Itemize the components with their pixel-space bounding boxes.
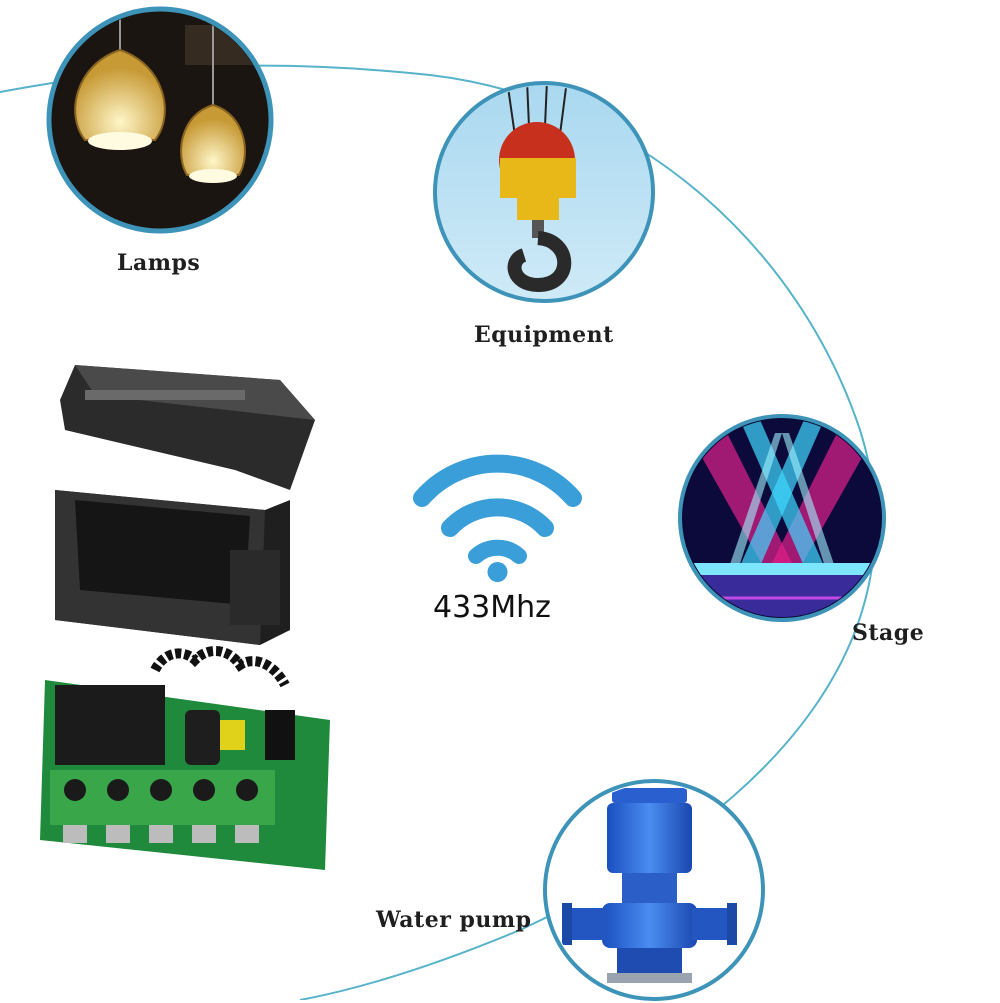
stage-lights-photo (678, 414, 886, 622)
crane-hook-photo (433, 81, 655, 303)
receiver-module-photo (40, 365, 330, 870)
wifi-icon (413, 454, 582, 582)
equipment-label: Equipment (474, 322, 614, 348)
lamps-label: Lamps (117, 250, 201, 276)
lamps-photo (46, 6, 274, 234)
water-pump-label: Water pump (376, 907, 532, 933)
frequency-label: 433Mhz (433, 590, 551, 625)
water-pump-photo (543, 779, 765, 1001)
stage-label: Stage (852, 620, 925, 646)
